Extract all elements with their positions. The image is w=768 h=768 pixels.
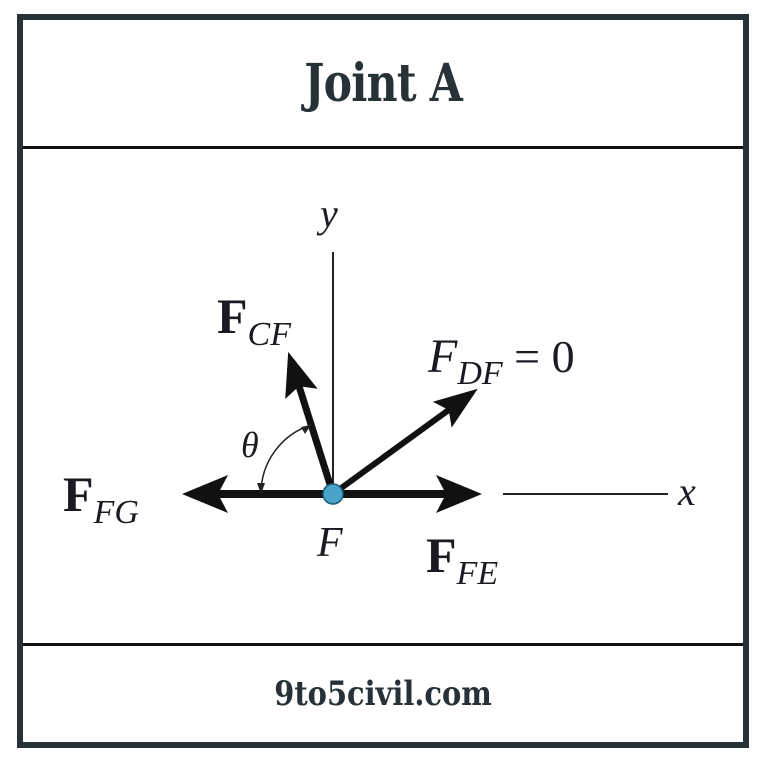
force-label-df: FDF = 0 xyxy=(427,330,575,392)
angle-arc xyxy=(260,424,312,495)
angle-arc-arrow-end xyxy=(301,425,311,434)
force-arrow-df xyxy=(331,388,478,497)
node-label: F xyxy=(316,520,343,566)
joint-node xyxy=(322,483,344,505)
x-axis-label: x xyxy=(677,469,696,514)
fbd-svg: y x θ F FCF FDF = 0 FFG FFE xyxy=(63,191,696,592)
angle-arc-arrow-start xyxy=(257,483,265,494)
diagram-card: Joint A xyxy=(17,14,749,748)
angle-label: θ xyxy=(241,425,259,465)
force-arrow-fe xyxy=(333,475,482,513)
force-label-fe: FFE xyxy=(426,527,498,592)
force-arrow-cf xyxy=(285,351,337,496)
free-body-diagram: y x θ F FCF FDF = 0 FFG FFE xyxy=(23,149,743,647)
force-label-fg: FFG xyxy=(63,466,139,531)
header: Joint A xyxy=(23,20,743,149)
force-label-cf: FCF xyxy=(217,288,292,353)
page-title: Joint A xyxy=(304,52,463,114)
force-arrow-fg xyxy=(182,475,333,513)
footer: 9to5civil.com xyxy=(23,643,743,742)
y-axis-label: y xyxy=(316,191,338,236)
site-watermark: 9to5civil.com xyxy=(274,674,492,714)
